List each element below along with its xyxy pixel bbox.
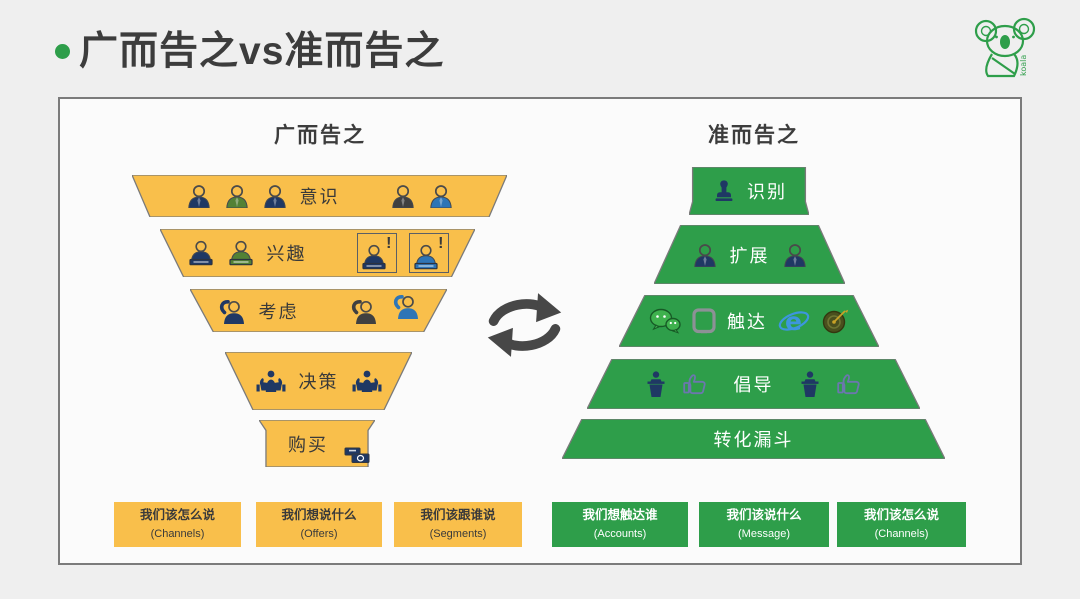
box-line1: 我们该怎么说 (139, 508, 215, 523)
box-line1: 我们该怎么说 (863, 508, 939, 523)
raised-hand-person-icon (219, 299, 246, 324)
koala-logo: koala (968, 14, 1050, 91)
box-line2: (Accounts) (593, 527, 647, 540)
person-icon (187, 185, 210, 208)
tier-label: 识别 (747, 182, 787, 202)
dart-target-icon (822, 309, 849, 334)
person-icon (783, 243, 806, 267)
decision-group-icon (352, 370, 381, 392)
svg-text:e: e (785, 307, 802, 335)
podium-speaker-icon (647, 371, 664, 397)
funnel-tier-consideration: 考虑 (190, 289, 447, 332)
alert-box: ! (356, 233, 397, 273)
refresh-icon (482, 290, 567, 360)
left-funnel-header: 广而告之 (274, 124, 366, 147)
pyramid-tier-expand: 扩展 (654, 225, 845, 284)
title-row: 广而告之vs准而告之 (55, 20, 444, 76)
bottom-box-offers: 我们想说什么 (Offers) (256, 502, 382, 547)
app-window-icon (692, 308, 716, 334)
tier-label: 考虑 (258, 301, 299, 322)
tier-label: 购买 (288, 434, 328, 455)
right-pyramid-header: 准而告之 (708, 124, 800, 147)
box-line1: 我们想说什么 (281, 508, 357, 523)
alert-box: ! (408, 233, 449, 273)
exclamation-mark: ! (438, 235, 444, 252)
pyramid-tier-identify: 识别 (689, 167, 809, 215)
pyramid-tier-advocate: 倡导 (587, 359, 920, 409)
money-icon (343, 446, 371, 464)
funnel-tier-purchase: 购买 (259, 420, 375, 467)
wechat-icon (649, 308, 681, 334)
person-icon (263, 185, 286, 208)
podium-speaker-icon (801, 371, 818, 397)
person-icon (429, 185, 452, 208)
bottom-box-channels-right: 我们该怎么说 (Channels) (837, 502, 966, 547)
box-line1: 我们该跟谁说 (420, 508, 496, 523)
bottom-box-segments: 我们该跟谁说 (Segments) (394, 502, 522, 547)
bottom-box-channels-left: 我们该怎么说 (Channels) (114, 502, 241, 547)
tier-label: 扩展 (729, 245, 770, 266)
tier-label: 意识 (299, 187, 340, 207)
desk-person-icon (413, 244, 438, 270)
tier-label: 转化漏斗 (713, 430, 794, 450)
person-icon (391, 185, 414, 208)
funnel-tier-awareness: 意识 (132, 175, 507, 217)
decision-group-icon (256, 370, 285, 392)
thumbs-up-icon (682, 374, 706, 395)
tier-label: 兴趣 (266, 244, 307, 264)
funnel-tier-interest: 兴趣 ! ! (160, 229, 475, 277)
thumbs-up-icon (836, 374, 860, 395)
content-card: 广而告之 准而告之 意识 兴趣 (58, 97, 1022, 565)
bottom-box-message: 我们该说什么 (Message) (699, 502, 829, 547)
desk-person-icon (361, 244, 386, 270)
funnel-tier-decision: 决策 (225, 352, 412, 410)
bottom-box-accounts: 我们想触达谁 (Accounts) (552, 502, 688, 547)
page-title: 广而告之vs准而告之 (79, 30, 445, 73)
box-line1: 我们该说什么 (726, 508, 802, 523)
box-line2: (Offers) (300, 527, 338, 540)
ie-browser-icon: e (778, 307, 810, 335)
box-line1: 我们想触达谁 (582, 508, 658, 523)
bullet-icon (55, 43, 70, 59)
pyramid-tier-funnel-base: 转化漏斗 (562, 419, 945, 459)
raised-hand-person-icon (393, 294, 420, 319)
tier-label: 触达 (727, 312, 767, 332)
pyramid-tier-reach: 触达 e (619, 295, 879, 347)
tier-label: 倡导 (733, 375, 774, 395)
box-line2: (Segments) (429, 527, 487, 540)
tier-label: 决策 (298, 372, 339, 392)
box-line2: (Channels) (874, 527, 929, 540)
person-icon (693, 243, 716, 267)
logo-text: koala (1019, 55, 1028, 76)
desk-person-icon (228, 240, 253, 266)
stamp-icon (715, 180, 733, 201)
raised-hand-person-icon (351, 299, 378, 324)
desk-person-icon (188, 240, 213, 266)
exclamation-mark: ! (386, 235, 392, 252)
box-line2: (Message) (738, 527, 790, 540)
person-icon (225, 185, 248, 208)
box-line2: (Channels) (150, 527, 205, 540)
